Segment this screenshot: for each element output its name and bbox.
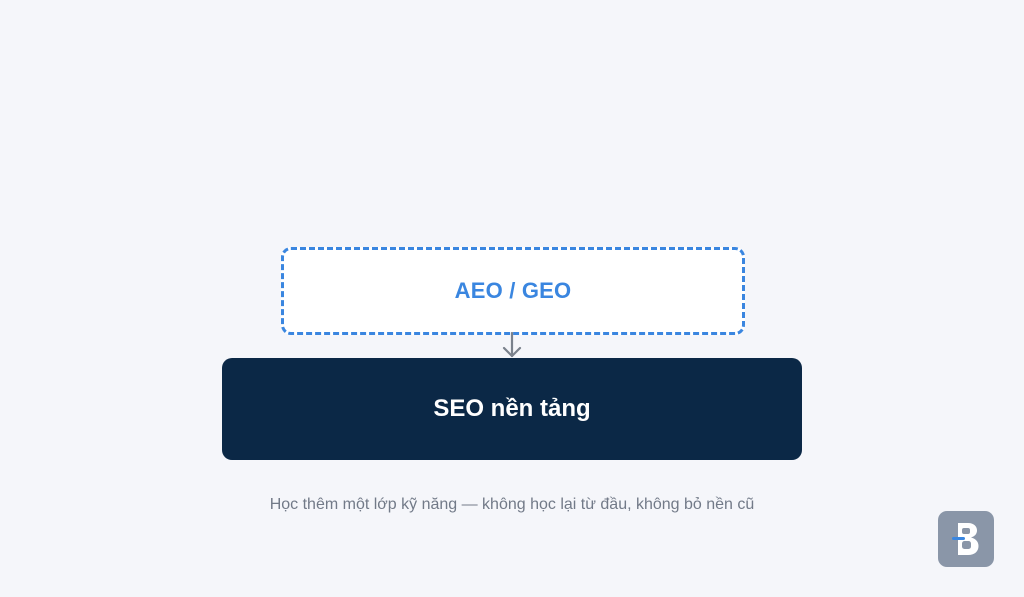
brand-logo-icon[interactable] — [938, 511, 994, 567]
seo-foundation-box: SEO nền tảng — [222, 358, 802, 460]
aeo-geo-label: AEO / GEO — [454, 278, 572, 303]
brand-logo-glyph — [952, 523, 979, 555]
aeo-geo-layer-box: AEO / GEO — [281, 247, 745, 335]
seo-foundation-label: SEO nền tảng — [433, 395, 591, 422]
arrow-down-icon — [502, 331, 522, 358]
diagram-caption: Học thêm một lớp kỹ năng — không học lại… — [269, 496, 755, 513]
